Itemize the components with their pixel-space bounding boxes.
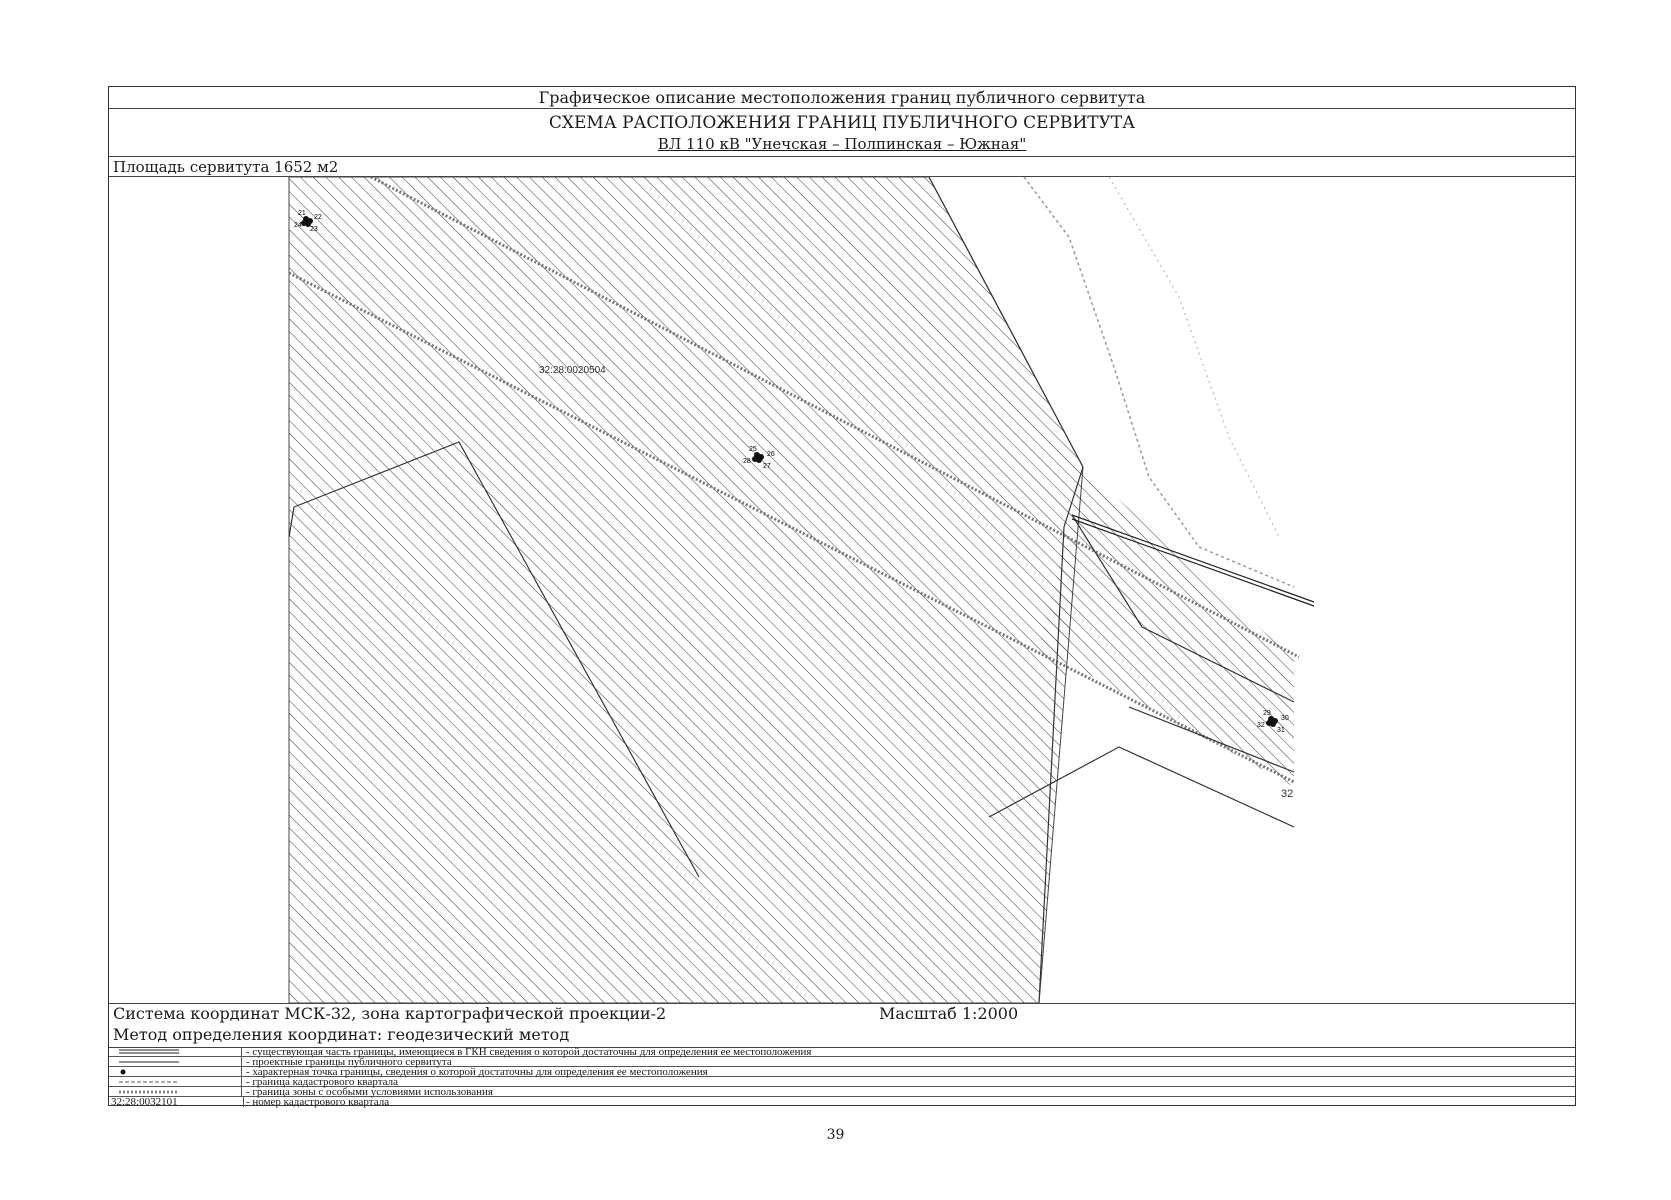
point-group-2: 25 26 27 28 — [743, 446, 775, 470]
svg-text:28: 28 — [743, 458, 751, 465]
legend-text: - граница зоны с особыми условиями испол… — [246, 1085, 493, 1098]
svg-text:27: 27 — [763, 463, 771, 470]
point-group-1: 21 22 23 24 — [294, 210, 322, 233]
svg-text:21: 21 — [298, 210, 306, 217]
cadastral-quarter-boundary — [1023, 177, 1295, 588]
legend-text: - существующая часть границы, имеющиеся … — [246, 1045, 812, 1058]
coordinate-system: Система координат МСК-32, зона картограф… — [113, 1004, 667, 1023]
map-scale: Масштаб 1:2000 — [879, 1004, 1019, 1023]
parcel-boundary-mid — [1071, 514, 1295, 703]
parcel-boundary-fork — [288, 506, 295, 538]
svg-text:29: 29 — [1263, 710, 1271, 717]
legend-row: - граница кадастрового квартала — [109, 1075, 1575, 1088]
legend-symbol-thin-line — [109, 1057, 242, 1066]
parcel-boundary-right — [928, 177, 1084, 1003]
hatched-parcel — [288, 177, 1084, 1003]
svg-text:31: 31 — [1277, 727, 1285, 734]
object-name: ВЛ 110 кВ "Унечская – Полпинская – Южная… — [657, 135, 1027, 153]
cadastral-quarter-label: 32:28:0020504 — [539, 365, 606, 376]
servitude-inner-line — [1128, 706, 1295, 773]
parcel-boundary-lower-right — [988, 746, 1295, 828]
map-sheet: Графическое описание местоположения гран… — [108, 86, 1576, 1108]
legend-row: - характерная точка границы, сведения о … — [109, 1065, 1575, 1078]
page-number: 39 — [826, 1127, 845, 1143]
legend-symbol-hatched-line — [109, 1087, 242, 1096]
map-info: Система координат МСК-32, зона картограф… — [109, 1003, 1575, 1048]
scheme-title: СХЕМА РАСПОЛОЖЕНИЯ ГРАНИЦ ПУБЛИЧНОГО СЕР… — [548, 113, 1136, 133]
svg-text:30: 30 — [1281, 715, 1289, 722]
svg-text:32: 32 — [1257, 722, 1265, 729]
hatched-servitude-strip — [1039, 467, 1294, 787]
servitude-area: Площадь сервитута 1652 м2 — [109, 157, 1575, 177]
legend-row: 32:28:0032101 - номер кадастрового кварт… — [109, 1096, 1575, 1108]
parcel-boundary-inner — [293, 441, 700, 878]
legend-symbol-dashed-line — [109, 1077, 242, 1086]
map-area: 32:28:0020504 21 22 23 24 25 26 27 28 — [109, 177, 1575, 1004]
legend-row: - существующая часть границы, имеющиеся … — [109, 1045, 1575, 1058]
coordinate-method: Метод определения координат: геодезическ… — [113, 1025, 570, 1044]
svg-text:24: 24 — [294, 222, 302, 229]
legend-text: - номер кадастрового квартала — [246, 1096, 390, 1108]
legend-text: - характерная точка границы, сведения о … — [246, 1065, 708, 1078]
legend-row: - граница зоны с особыми условиями испол… — [109, 1085, 1575, 1098]
legend-row: - проектные границы публичного сервитута — [109, 1055, 1575, 1068]
sheet-title: Графическое описание местоположения гран… — [109, 87, 1575, 109]
svg-text:22: 22 — [314, 214, 322, 221]
legend-symbol-code: 32:28:0032101 — [109, 1097, 244, 1108]
existing-boundary-double — [1071, 514, 1315, 607]
svg-text:26: 26 — [767, 451, 775, 458]
legend-symbol-dot — [109, 1067, 242, 1076]
cadastral-quarter-boundary-2 — [1108, 177, 1280, 538]
svg-text:23: 23 — [310, 226, 318, 233]
svg-text:25: 25 — [749, 446, 757, 453]
sheet-subtitle-block: СХЕМА РАСПОЛОЖЕНИЯ ГРАНИЦ ПУБЛИЧНОГО СЕР… — [109, 109, 1575, 157]
edge-point-label: 32 — [1281, 788, 1293, 800]
legend-text: - проектные границы публичного сервитута — [246, 1055, 452, 1068]
point-group-3: 29 30 31 32 — [1257, 710, 1289, 734]
legend-text: - граница кадастрового квартала — [246, 1075, 398, 1088]
legend: - существующая часть границы, имеющиеся … — [109, 1045, 1575, 1108]
legend-symbol-double-line — [109, 1047, 242, 1056]
map-drawing: 32:28:0020504 21 22 23 24 25 26 27 28 — [288, 177, 1315, 1003]
